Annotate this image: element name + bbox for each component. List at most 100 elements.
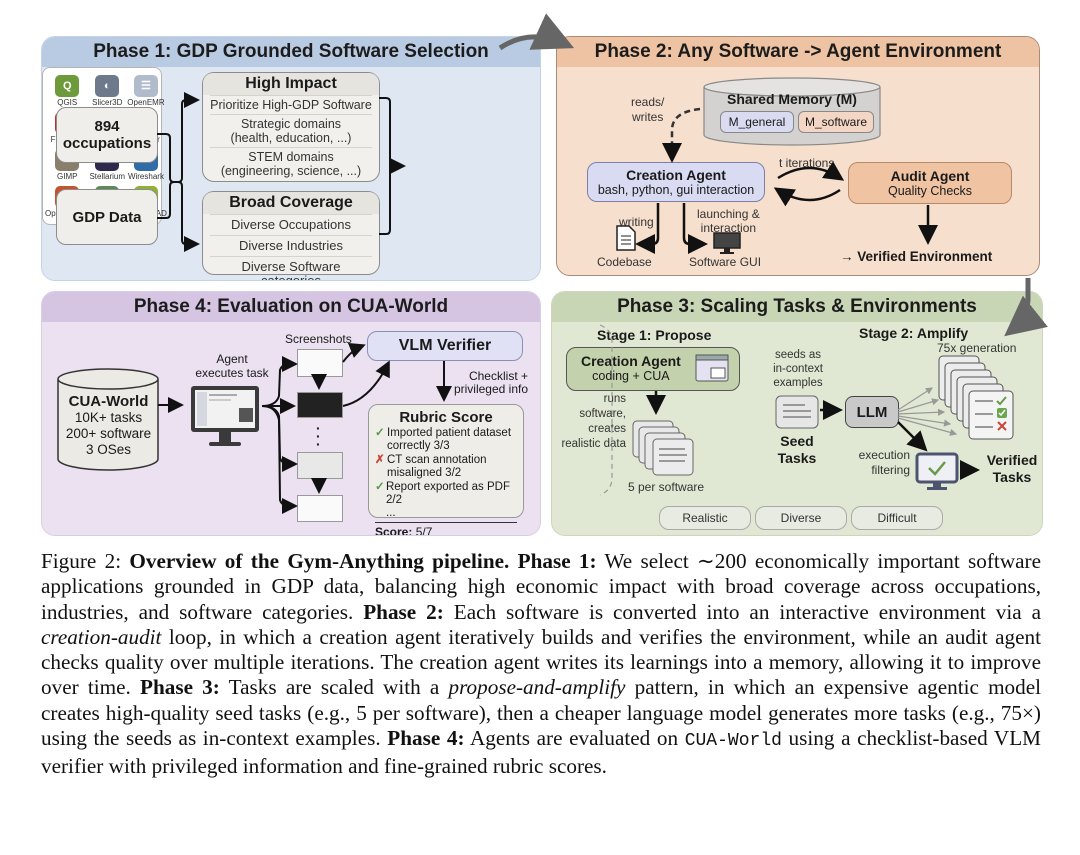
caption-phase4-text: using a checklist-based VLM verifier wit… [41, 726, 1042, 779]
t-iterations-label: t iterations [779, 156, 835, 170]
caption-title: Overview of the Gym-Anything pipeline. [129, 549, 510, 573]
m-software-chip: M_software [798, 111, 874, 133]
phase1-title: Phase 1: GDP Grounded Software Selection [42, 37, 540, 67]
caption-phase3-text: pattern, in which an expensive agentic m… [41, 675, 1042, 751]
seed-task-doc-icon [775, 395, 819, 429]
screenshot-thumbnail [297, 349, 343, 377]
agent-executes-label: Agent executes task [182, 352, 282, 380]
codebase-document-icon [616, 225, 636, 251]
label-line: runs [603, 393, 626, 405]
broad-coverage-box: Broad Coverage Diverse Occupations Diver… [202, 191, 380, 280]
cua-world-info: CUA-World 10K+ tasks 200+ software 3 OSe… [56, 394, 161, 458]
creation-agent-title: Creation Agent [626, 167, 726, 183]
screenshot-thumbnail [297, 392, 343, 418]
reads-writes-label: reads/ writes [631, 95, 664, 125]
phase2-title: Phase 2: Any Software -> Agent Environme… [557, 37, 1039, 67]
stage1-label: Stage 1: Propose [597, 327, 712, 343]
rubric-score-line: Score: 5/7 [375, 522, 517, 536]
audit-agent-subtitle: Quality Checks [887, 184, 973, 198]
codebase-label: Codebase [597, 255, 652, 269]
phase4-title: Phase 4: Evaluation on CUA-World [42, 292, 540, 322]
llm-label: LLM [856, 403, 888, 421]
label-line: launching & [697, 207, 760, 221]
software-gui-monitor-icon [713, 232, 741, 254]
cua-world-line: 3 OSes [85, 442, 132, 457]
caption-phase2-italic: creation-audit [41, 624, 162, 649]
openemr-icon: ☰ [133, 74, 158, 97]
creation-agent-text: Creation Agent coding + CUA [581, 353, 681, 383]
label-line: examples [773, 377, 823, 389]
caption-phase1-label: Phase 1: [517, 549, 597, 573]
runs-software-label: runs software, creates realistic data [554, 392, 626, 452]
quality-pill-diverse: Diverse [755, 506, 847, 530]
shared-memory-title: Shared Memory (M) [727, 91, 857, 107]
cua-world-line: 10K+ tasks [74, 410, 143, 425]
figure-caption: Figure 2: Overview of the Gym-Anything p… [41, 549, 1041, 780]
launching-label: launching & interaction [697, 207, 760, 235]
high-impact-box: High Impact Prioritize High-GDP Software… [202, 72, 380, 182]
slicer3d-icon: ◐ [95, 74, 120, 97]
caption-phase3-label: Phase 3: [140, 675, 220, 700]
software-item: ☰OpenEMR [125, 72, 167, 109]
label-line: CT scan annotation [387, 454, 487, 466]
verified-monitor-icon [915, 452, 959, 490]
quality-pill-realistic: Realistic [659, 506, 751, 530]
creation-agent-subtitle: bash, python, gui interaction [597, 183, 755, 197]
software-gui-label: Software GUI [689, 255, 762, 269]
label-line: in-context [773, 363, 823, 375]
seed-tasks-label: Seed Tasks [768, 433, 826, 467]
label-line: realistic data [561, 438, 626, 450]
execution-filtering-label: execution filtering [850, 448, 910, 478]
phase4-panel: Phase 4: Evaluation on CUA-World CUA-Wor… [41, 291, 541, 536]
occupations-label: occupations [62, 135, 152, 152]
label-line: ... [385, 507, 396, 519]
row-text: STEM domains [248, 150, 334, 164]
creation-agent-box: Creation Agent coding + CUA [566, 347, 740, 391]
qgis-icon: Q [55, 74, 80, 97]
browser-window-icon [695, 354, 729, 382]
seeds-as-examples-label: seeds as in-context examples [770, 348, 826, 390]
label-line: Report exported as PDF 2/2 [385, 481, 510, 506]
broad-coverage-heading: Broad Coverage [203, 192, 379, 214]
label-line: Tasks [992, 469, 1032, 485]
label-line: Seed [780, 433, 814, 449]
broad-coverage-row: Diverse Occupations [210, 214, 372, 235]
rubric-item-text: Report exported as PDF 2/2... [386, 481, 517, 520]
m-general-chip: M_general [720, 111, 794, 133]
label-line: Agent [216, 352, 248, 366]
gdp-data-box: GDP Data [56, 189, 158, 245]
cua-world-line: 200+ software [65, 426, 152, 441]
rubric-title: Rubric Score [399, 409, 493, 426]
caption-phase4-text: Agents are evaluated on [469, 726, 679, 751]
phase2-panel: Phase 2: Any Software -> Agent Environme… [556, 36, 1040, 276]
caption-phase2-label: Phase 2: [363, 599, 444, 624]
label-line: misaligned 3/2 [387, 467, 462, 479]
software-name: QGIS [57, 97, 78, 107]
screenshot-thumbnail [297, 495, 343, 522]
label-line: execution [858, 448, 910, 462]
caption-phase2-text: Each software is converted into an inter… [453, 599, 1041, 624]
label-line: software, [579, 408, 626, 420]
generated-tasks-stack-icon [938, 355, 1014, 440]
occupations-box: 894 occupations [56, 107, 158, 163]
caption-phase3-text: Tasks are scaled with a [228, 675, 440, 700]
label-line: filtering [871, 463, 910, 477]
high-impact-heading: High Impact [203, 73, 379, 95]
caption-phase4-mono: CUA-World [684, 731, 782, 752]
software-name: GIMP [57, 171, 78, 181]
label-line: privileged info [453, 382, 528, 396]
row-text: Strategic domains [240, 117, 342, 131]
software-name: Stellarium [89, 171, 126, 181]
caption-phase3-italic: propose-and-amplify [448, 675, 626, 700]
creation-agent-title: Creation Agent [581, 353, 681, 369]
software-name: OpenEMR [127, 97, 165, 107]
score-value: 5/7 [415, 525, 433, 536]
row-text: (health, education, ...) [230, 131, 352, 145]
check-icon: ✓ [375, 427, 385, 439]
label-line: correctly 3/3 [387, 440, 450, 452]
label-line: Checklist + [468, 369, 528, 383]
phase3-title: Phase 3: Scaling Tasks & Environments [552, 292, 1042, 322]
caption-phase4-label: Phase 4: [387, 726, 465, 751]
broad-coverage-row: Diverse Industries [210, 235, 372, 256]
